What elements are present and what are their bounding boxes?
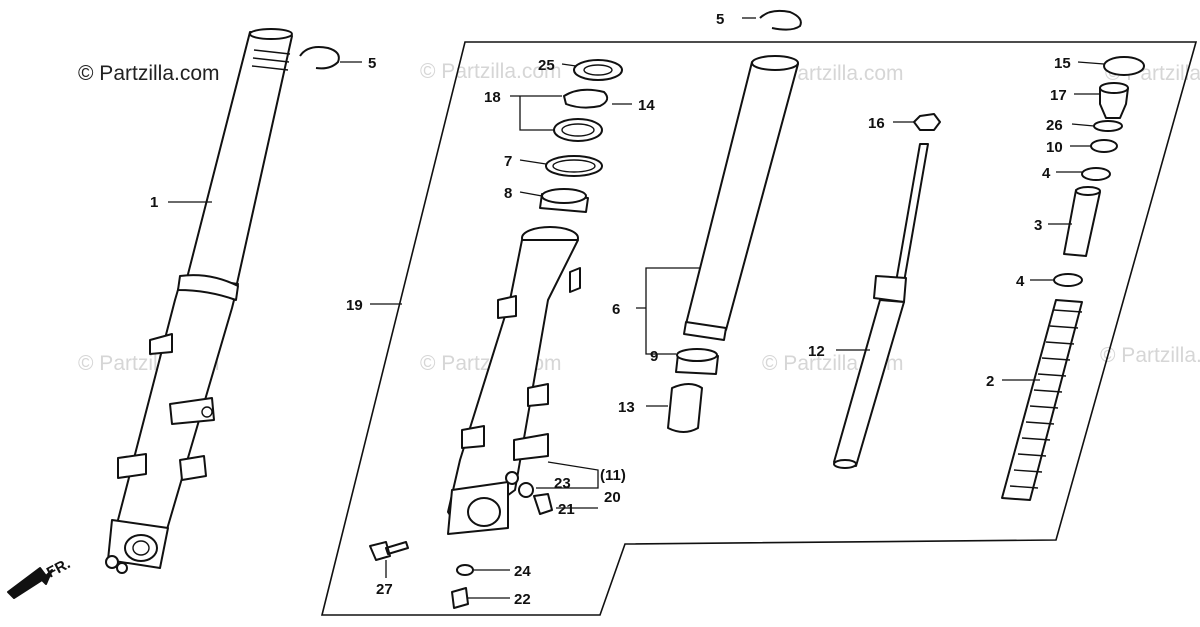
callout-21: 21 bbox=[558, 501, 575, 518]
callout-15: 15 bbox=[1054, 55, 1071, 72]
washer-24 bbox=[456, 564, 474, 576]
callout-6: 6 bbox=[612, 301, 620, 318]
callout-labels: 1 5 5 25 18 14 7 8 19 6 9 13 12 16 15 17… bbox=[150, 11, 1071, 608]
damper-rod-12 bbox=[833, 143, 929, 469]
leader-lines bbox=[168, 17, 1105, 599]
callout-20-qty: (11) bbox=[600, 467, 626, 484]
watermark-faint: © Partzilla.com bbox=[1100, 344, 1200, 367]
callout-19: 19 bbox=[346, 297, 363, 314]
callout-9: 9 bbox=[650, 348, 658, 365]
callout-23: 23 bbox=[554, 475, 571, 492]
callout-8: 8 bbox=[504, 185, 512, 202]
circlip-5-top bbox=[759, 9, 802, 31]
bolt-27 bbox=[369, 541, 409, 561]
callout-7: 7 bbox=[504, 153, 512, 170]
callout-5: 5 bbox=[716, 11, 724, 28]
nut-16 bbox=[913, 113, 941, 131]
callout-3: 3 bbox=[1034, 217, 1042, 234]
washer-10 bbox=[1090, 139, 1118, 153]
front-direction-indicator: FR. bbox=[7, 555, 73, 599]
circlip-5-left bbox=[299, 46, 340, 70]
callout-14: 14 bbox=[638, 97, 655, 114]
callout-12: 12 bbox=[808, 343, 825, 360]
seat-4-bottom bbox=[1053, 273, 1083, 287]
callout-27: 27 bbox=[376, 581, 393, 598]
callout-25: 25 bbox=[538, 57, 555, 74]
callout-26: 26 bbox=[1046, 117, 1063, 134]
callout-1: 1 bbox=[150, 194, 158, 211]
callout-2: 2 bbox=[986, 373, 994, 390]
assembly-19-border bbox=[320, 41, 1198, 616]
cap-15 bbox=[1103, 56, 1145, 76]
bolt-22 bbox=[451, 587, 469, 609]
fork-leg-assembly bbox=[105, 28, 293, 574]
callout-18: 18 bbox=[484, 89, 501, 106]
callout-13: 13 bbox=[618, 399, 635, 416]
seat-4-top bbox=[1081, 167, 1111, 181]
callout-4: 4 bbox=[1042, 165, 1051, 182]
seal-stack bbox=[539, 59, 623, 213]
callout-16: 16 bbox=[868, 115, 885, 132]
bolt-21 bbox=[533, 493, 553, 515]
callout-22: 22 bbox=[514, 591, 531, 608]
callout-10: 10 bbox=[1046, 139, 1063, 156]
o-ring-26 bbox=[1093, 120, 1123, 132]
callout-17: 17 bbox=[1050, 87, 1067, 104]
outer-tube-19 bbox=[447, 226, 581, 535]
spacer-3 bbox=[1063, 189, 1101, 257]
watermark-main: © Partzilla.com bbox=[78, 62, 220, 85]
washer-23 bbox=[518, 482, 534, 498]
bushing-13 bbox=[667, 383, 703, 433]
callout-4: 4 bbox=[1016, 273, 1025, 290]
callout-5: 5 bbox=[368, 55, 376, 72]
spring-2 bbox=[1001, 299, 1083, 501]
callout-20: 20 bbox=[604, 489, 621, 506]
inner-tube-6 bbox=[683, 55, 799, 341]
callout-24: 24 bbox=[514, 563, 531, 580]
